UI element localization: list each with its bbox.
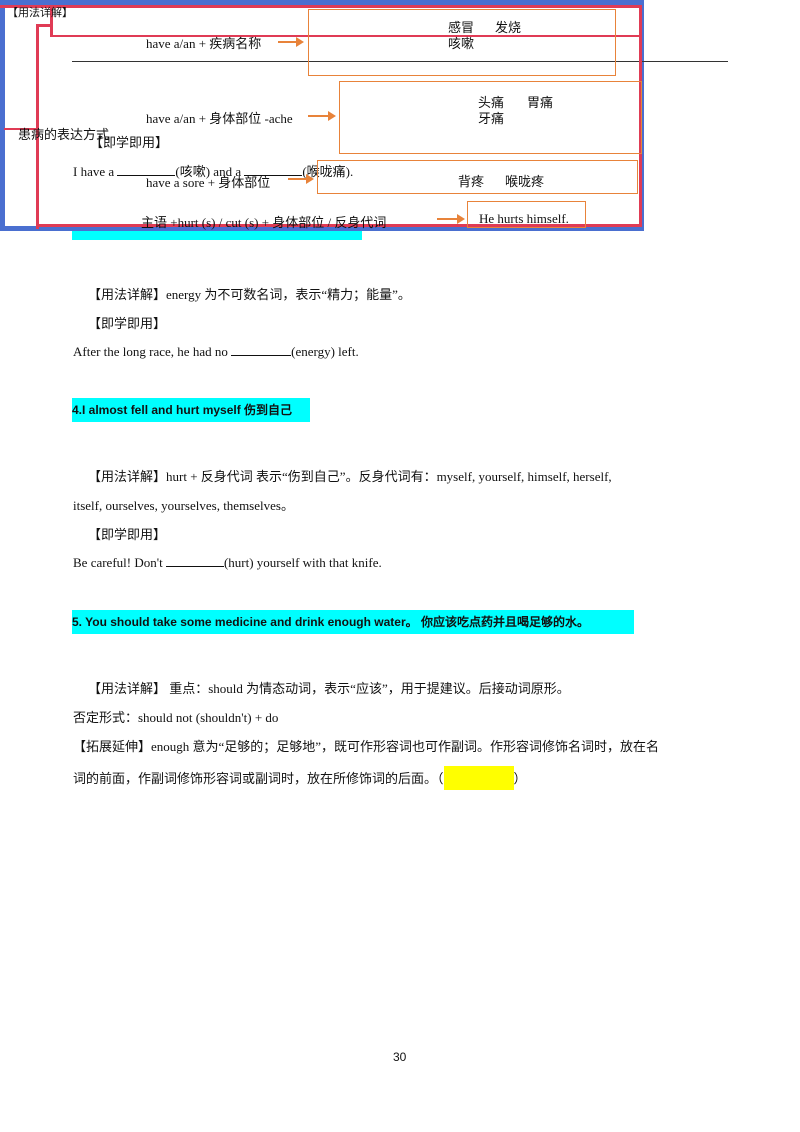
answer-blank[interactable] [231,343,292,356]
red-connector [50,35,642,37]
formula-row4: 主语 +hurt (s) / cut (s) + 身体部位 / 反身代词 [141,215,387,230]
answer-blank[interactable] [117,163,176,176]
section5-detail-line1: 【用法详解】 重点：should 为情态动词，表示“应该”，用于提建议。后接动词… [88,681,570,696]
box-item: 背疼 [458,174,485,189]
section4-heading: 4.I almost fell and hurt myself 伤到自己 [72,398,310,422]
practice-text: I have a [73,164,115,179]
box-item: 牙痛 [478,111,505,126]
box-item: He hurts himself. [479,211,569,226]
red-bracket-vertical [36,24,39,229]
ext-text: 词的前面，作副词修饰形容词或副词时，放在所修饰词的后面。（ [73,771,444,786]
practice-text: Be careful! Don't [73,555,163,570]
result-box-row3 [317,160,638,194]
box-item: 喉咙疼 [505,174,545,189]
arrow-right-icon [288,175,314,183]
formula-row3: have a sore + 身体部位 [146,175,271,190]
section5-detail-line2: 否定形式：should not (shouldn't) + do [73,710,279,725]
result-box-row1 [308,9,616,76]
ext-tail: ） [513,771,527,786]
practice-sentence-1: I have a (咳嗽) and a (喉咙痛). [73,161,353,180]
horizontal-rule [72,61,728,62]
answer-blank[interactable] [244,163,303,176]
overlay-side-label: 患病的表达方式 [18,127,110,142]
practice-hint: (咳嗽) and a [175,164,242,179]
red-connector [50,5,53,37]
arrow-right-icon [308,112,336,120]
red-frame-top [0,5,641,8]
practice-hint: (energy) left. [291,344,359,359]
section4-detail-line1: 【用法详解】hurt + 反身代词 表示“伤到自己”。反身代词有：myself,… [88,469,612,484]
red-bracket-tab [36,24,52,27]
box-item: 感冒 [448,20,475,35]
practice-label-1: 【即学即用】 [90,135,169,150]
section3-practice: After the long race, he had no (energy) … [73,343,359,360]
section5-ext-line1: 【拓展延伸】enough 意为“足够的；足够地”，既可作形容词也可作副词。作形容… [73,739,660,754]
red-frame-bottom [36,224,641,227]
box-item: 咳嗽 [448,36,475,51]
section4-detail-line2: itself, ourselves, yourselves, themselve… [73,498,294,513]
box-item: 发烧 [495,20,522,35]
page-number: 30 [393,1050,407,1064]
red-frame-right [639,5,642,227]
section4-practice: Be careful! Don't (hurt) yourself with t… [73,554,382,571]
yellow-highlight-block [443,766,514,790]
section5-ext-line2: 词的前面，作副词修饰形容词或副词时，放在所修饰词的后面。（ ） [73,766,527,790]
box-item: 头痛 [478,95,505,110]
section4-practice-label: 【即学即用】 [88,527,167,542]
box-item: 胃痛 [527,95,554,110]
arrow-right-icon [437,215,465,223]
result-box-row4 [467,201,586,228]
result-box-row2 [339,81,642,154]
arrow-right-icon [278,38,304,46]
formula-row2: have a/an + 身体部位 -ache [146,111,293,126]
practice-hint: (喉咙痛). [302,164,354,179]
answer-blank[interactable] [165,554,224,567]
practice-hint: (hurt) yourself with that knife. [223,555,382,570]
practice-text: After the long race, he had no [73,344,228,359]
section3-practice-label: 【即学即用】 [88,316,167,331]
overlay-top-tag: 【用法详解】 [7,7,73,19]
formula-row1: have a/an + 疾病名称 [146,36,262,51]
section5-heading: 5. You should take some medicine and dri… [72,610,634,634]
red-bracket-stub [4,128,38,130]
section3-detail: 【用法详解】energy 为不可数名词，表示“精力；能量”。 [88,287,411,302]
